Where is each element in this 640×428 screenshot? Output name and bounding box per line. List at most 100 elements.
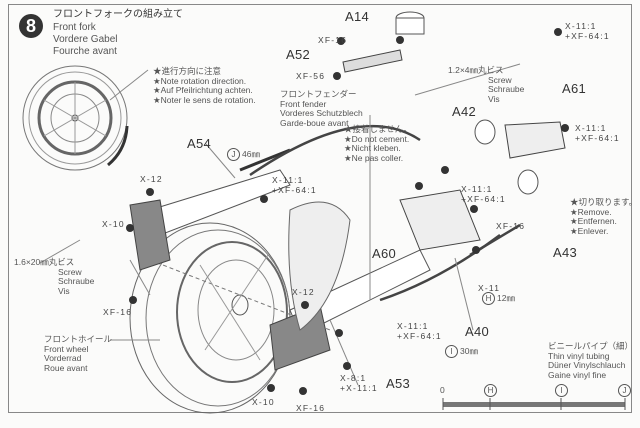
no-cement-en: ★Do not cement. bbox=[344, 133, 410, 144]
part-label-a61: A61 bbox=[562, 81, 587, 96]
paint-x11: X-11 bbox=[478, 283, 501, 293]
step-title-fr: Fourche avant bbox=[53, 46, 117, 57]
note-rotation: ★進行方向に注意 ★Note rotation direction. ★Auf … bbox=[153, 66, 256, 105]
front-wheel-de: Vorderrad bbox=[44, 353, 82, 364]
paint-mix-x11: X-11:1 bbox=[272, 175, 304, 185]
tubing-j-length: 46㎜ bbox=[242, 148, 260, 159]
screw-long-en: Screw bbox=[58, 266, 82, 277]
scale-h-label: H bbox=[484, 384, 499, 397]
part-label-a43: A43 bbox=[553, 245, 578, 260]
handlebar-a52 bbox=[342, 49, 403, 73]
no-cement-ja: ★接着しません。 bbox=[344, 124, 412, 134]
paint-mix-a54: X-11:1+XF-64:1 bbox=[272, 175, 317, 195]
front-wheel-ja: フロントホイール bbox=[44, 334, 113, 344]
paint-mix-x8: X-8:1+X-11:1 bbox=[340, 373, 378, 393]
instruction-frame bbox=[8, 4, 632, 413]
label-screw-1-6x20: 1.6×20㎜丸ビス Screw Schraube Vis bbox=[14, 257, 95, 296]
paint-mix-x11: X-11:1 bbox=[565, 21, 597, 31]
paint-mix-a61: X-11:1+XF-64:1 bbox=[575, 123, 620, 143]
remove-ja: ★切り取ります。 bbox=[570, 197, 638, 207]
no-cement-de: ★Nicht kleben. bbox=[344, 143, 401, 154]
note-rotation-ja: ★進行方向に注意 bbox=[153, 66, 222, 76]
paint-mix-a53: X-11:1+XF-64:1 bbox=[397, 321, 442, 341]
paint-mix-x8-part: X-8:1 bbox=[340, 373, 367, 383]
tubing-title-ja: ビニールパイプ（細） bbox=[548, 341, 634, 351]
paint-mix-xf64: +XF-64:1 bbox=[272, 184, 317, 195]
paint-xf16-a60: XF-16 bbox=[496, 221, 526, 231]
paint-x12-right: X-12 bbox=[292, 287, 315, 297]
screw-small-fr: Vis bbox=[488, 93, 500, 104]
front-fender-drawing bbox=[288, 201, 351, 331]
fork-leg-a54 bbox=[129, 148, 291, 271]
paint-mix-xf64: +XF-64:1 bbox=[565, 30, 610, 41]
front-fender-fr: Garde-boue avant bbox=[280, 117, 349, 128]
note-rotation-en: ★Note rotation direction. bbox=[153, 75, 247, 86]
label-front-wheel: フロントホイール Front wheel Vorderrad Roue avan… bbox=[44, 334, 113, 373]
screw-long-size: 1.6×20㎜丸ビス bbox=[14, 257, 75, 267]
screw-small-en: Screw bbox=[488, 74, 512, 85]
part-label-a42: A42 bbox=[452, 104, 477, 119]
remove-en: ★Remove. bbox=[570, 206, 612, 217]
label-front-fender: フロントフェンダー Front fender Vorderes Schutzbl… bbox=[280, 89, 363, 128]
tubing-i-marker: I bbox=[445, 345, 458, 358]
paint-mix-xf64: +XF-64:1 bbox=[461, 193, 506, 204]
tubing-i-length: 30㎜ bbox=[460, 345, 478, 356]
label-screw-1-2x4: 1.2×4㎜丸ビス Screw Schraube Vis bbox=[448, 65, 525, 104]
paint-mix-a42: X-11:1+XF-64:1 bbox=[461, 184, 506, 204]
step-title-ja: フロントフォークの組み立て bbox=[53, 9, 183, 20]
part-label-a60: A60 bbox=[372, 246, 397, 261]
paint-xf16-left: XF-16 bbox=[103, 307, 133, 317]
tubing-legend: ビニールパイプ（細） Thin vinyl tubing Düner Vinyl… bbox=[548, 341, 634, 380]
part-label-a54: A54 bbox=[187, 136, 212, 151]
paint-x12-left: X-12 bbox=[140, 174, 163, 184]
paint-xf16-a14: XF-16 bbox=[318, 35, 348, 45]
screw-long-de: Schraube bbox=[58, 276, 95, 287]
note-rotation-de: ★Auf Pfeilrichtung achten. bbox=[153, 85, 253, 96]
front-fender-en: Front fender bbox=[280, 98, 327, 109]
part-label-a52: A52 bbox=[286, 47, 311, 62]
remove-de: ★Entfernen. bbox=[570, 216, 617, 227]
paint-x10-left: X-10 bbox=[102, 219, 125, 229]
note-no-cement: ★接着しません。 ★Do not cement. ★Nicht kleben. … bbox=[344, 124, 412, 163]
lower-bracket-a60 bbox=[399, 189, 481, 251]
screw-small-de: Schraube bbox=[488, 84, 525, 95]
tubing-title-en: Thin vinyl tubing bbox=[548, 350, 610, 361]
step-title-de: Vordere Gabel bbox=[53, 34, 118, 45]
paint-mix-x11-part: +X-11:1 bbox=[340, 382, 378, 393]
scale-zero-label: 0 bbox=[440, 385, 445, 395]
paint-xf16-right: XF-16 bbox=[296, 403, 326, 413]
paint-x10-right: X-10 bbox=[252, 397, 275, 407]
paint-xf56: XF-56 bbox=[296, 71, 326, 81]
tubing-title-fr: Gaine vinyl fine bbox=[548, 369, 607, 380]
scale-i-marker: I bbox=[555, 384, 568, 397]
no-cement-fr: ★Ne pas coller. bbox=[344, 152, 404, 163]
tubing-j-marker: J bbox=[227, 148, 240, 161]
note-remove: ★切り取ります。 ★Remove. ★Entfernen. ★Enlever. bbox=[570, 197, 638, 236]
paint-markers bbox=[126, 28, 569, 395]
screw-long-fr: Vis bbox=[58, 285, 70, 296]
paint-mix-x11: X-11:1 bbox=[461, 184, 493, 194]
paint-mix-x11: X-11:1 bbox=[397, 321, 429, 331]
paint-mix-xf64: +XF-64:1 bbox=[397, 330, 442, 341]
front-fender-de: Vorderes Schutzblech bbox=[280, 108, 363, 119]
scale-h-marker: H bbox=[484, 384, 497, 397]
tubing-h-length: 12㎜ bbox=[497, 292, 515, 303]
step-title-en: Front fork bbox=[53, 22, 96, 33]
part-label-a14: A14 bbox=[345, 9, 370, 24]
part-label-a53: A53 bbox=[386, 376, 411, 391]
scale-i-label: I bbox=[555, 384, 570, 397]
step-number-badge: 8 bbox=[19, 14, 43, 38]
tubing-scale bbox=[442, 398, 626, 410]
paint-mix-x11: X-11:1 bbox=[575, 123, 607, 133]
front-wheel-fr: Roue avant bbox=[44, 362, 88, 373]
rotation-wheel-illustration bbox=[22, 65, 149, 171]
scale-j-marker: J bbox=[618, 384, 631, 397]
scale-j-label: J bbox=[618, 384, 633, 397]
paint-mix-xf64: +XF-64:1 bbox=[575, 132, 620, 143]
remove-fr: ★Enlever. bbox=[570, 225, 609, 236]
